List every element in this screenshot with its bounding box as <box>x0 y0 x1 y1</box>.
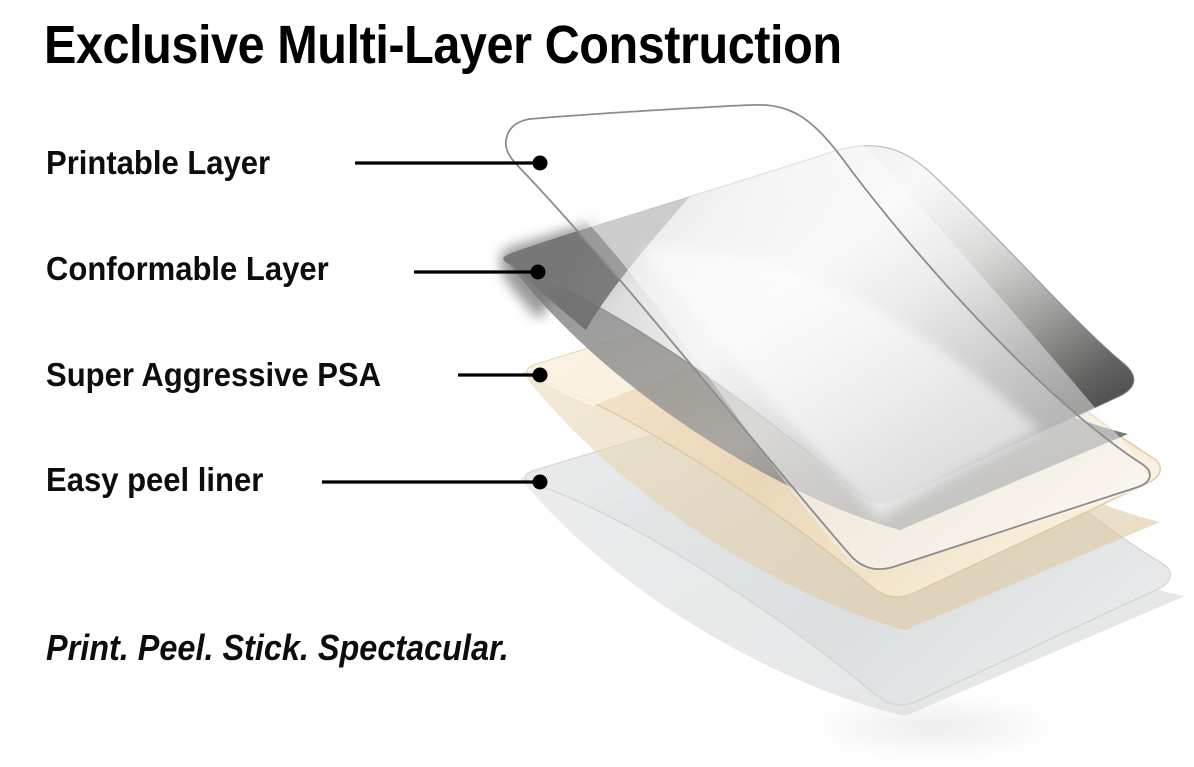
callout-label-printable-layer: Printable Layer <box>46 144 271 181</box>
callout-label-conformable-layer: Conformable Layer <box>46 250 329 287</box>
callout-label-easy-peel-liner: Easy peel liner <box>46 461 264 498</box>
layer-printable <box>496 103 1151 571</box>
tagline: Print. Peel. Stick. Spectacular. <box>46 627 509 668</box>
page-title: Exclusive Multi-Layer Construction <box>44 15 842 75</box>
callout-label-super-aggressive-psa: Super Aggressive PSA <box>46 356 382 393</box>
stack-drop-shadow <box>785 705 1085 749</box>
